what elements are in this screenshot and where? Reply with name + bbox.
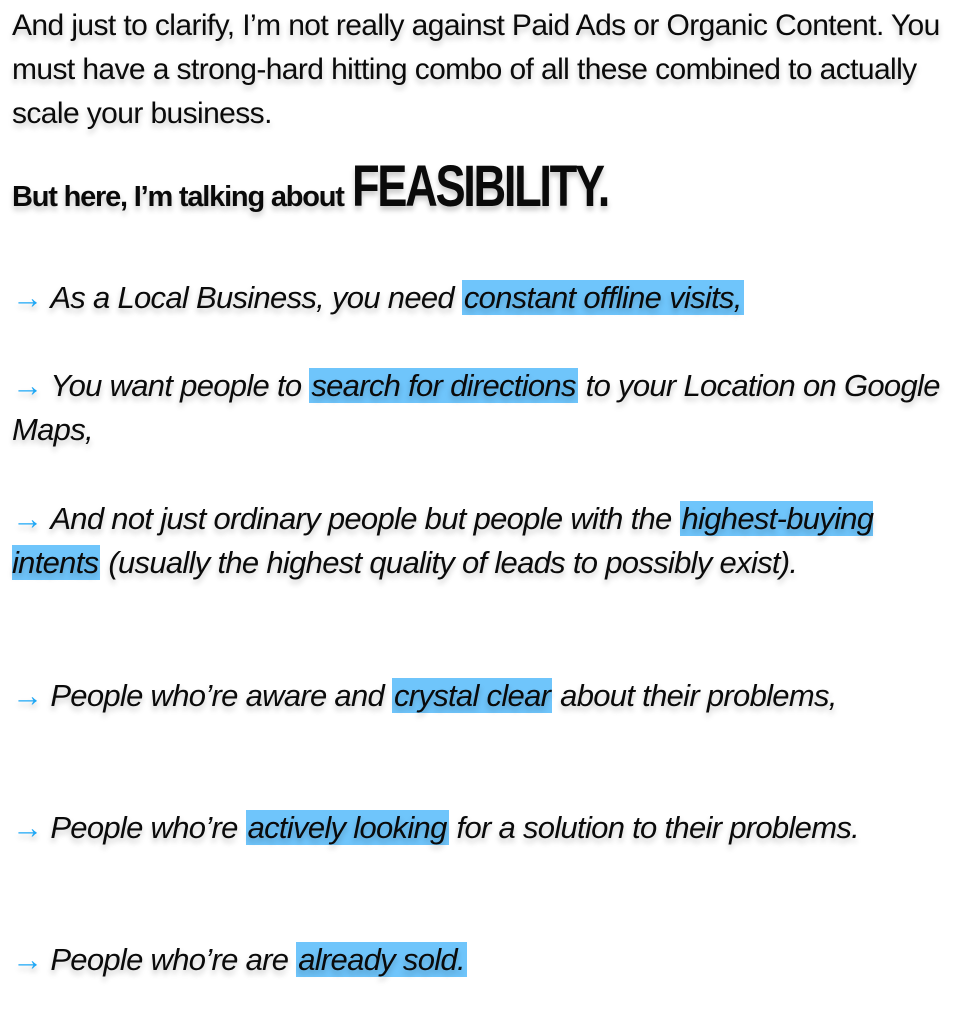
bullet-text: People who’re — [50, 810, 246, 845]
highlighted-phrase: actively looking — [245, 810, 449, 845]
bullet-item: →People who’re are already sold. — [12, 938, 952, 982]
highlighted-phrase: crystal clear — [391, 678, 553, 713]
intro-paragraph: And just to clarify, I’m not really agai… — [12, 9, 940, 130]
arrow-right-icon: → — [12, 942, 43, 977]
arrow-right-icon: → — [12, 280, 43, 315]
headline-emphasis: FEASIBILITY. — [351, 154, 610, 219]
bullet-item: →And not just ordinary people but people… — [12, 497, 952, 585]
bullet-text-after: (usually the highest quality of leads to… — [100, 545, 798, 580]
arrow-right-icon: → — [12, 368, 43, 403]
arrow-right-icon: → — [12, 678, 43, 713]
arrow-right-icon: → — [12, 810, 43, 845]
bullet-text-after: to your Location on Google Maps, — [12, 368, 940, 447]
headline: But here, I’m talking about FEASIBILITY. — [12, 158, 680, 216]
bullet-text: You want people to — [50, 368, 310, 403]
bullet-item: →You want people to search for direction… — [12, 364, 952, 452]
highlighted-phrase: already sold. — [296, 942, 467, 977]
bullet-text-after: for a solution to their problems. — [448, 810, 860, 845]
arrow-right-icon: → — [12, 501, 43, 536]
headline-lead: But here, I’m talking about — [12, 181, 345, 213]
bullet-item: →People who’re aware and crystal clear a… — [12, 674, 952, 718]
bullet-text: People who’re are — [50, 942, 297, 977]
highlighted-phrase: constant offline visits, — [461, 280, 744, 315]
bullet-item: →People who’re actively looking for a so… — [12, 806, 952, 850]
highlighted-phrase: search for directions — [309, 368, 578, 403]
bullet-text: People who’re aware and — [50, 678, 392, 713]
bullet-text-after: about their problems, — [552, 678, 837, 713]
bullet-text: As a Local Business, you need — [50, 280, 462, 315]
bullet-text: And not just ordinary people but people … — [50, 501, 680, 536]
bullet-item: →As a Local Business, you need constant … — [12, 276, 952, 320]
